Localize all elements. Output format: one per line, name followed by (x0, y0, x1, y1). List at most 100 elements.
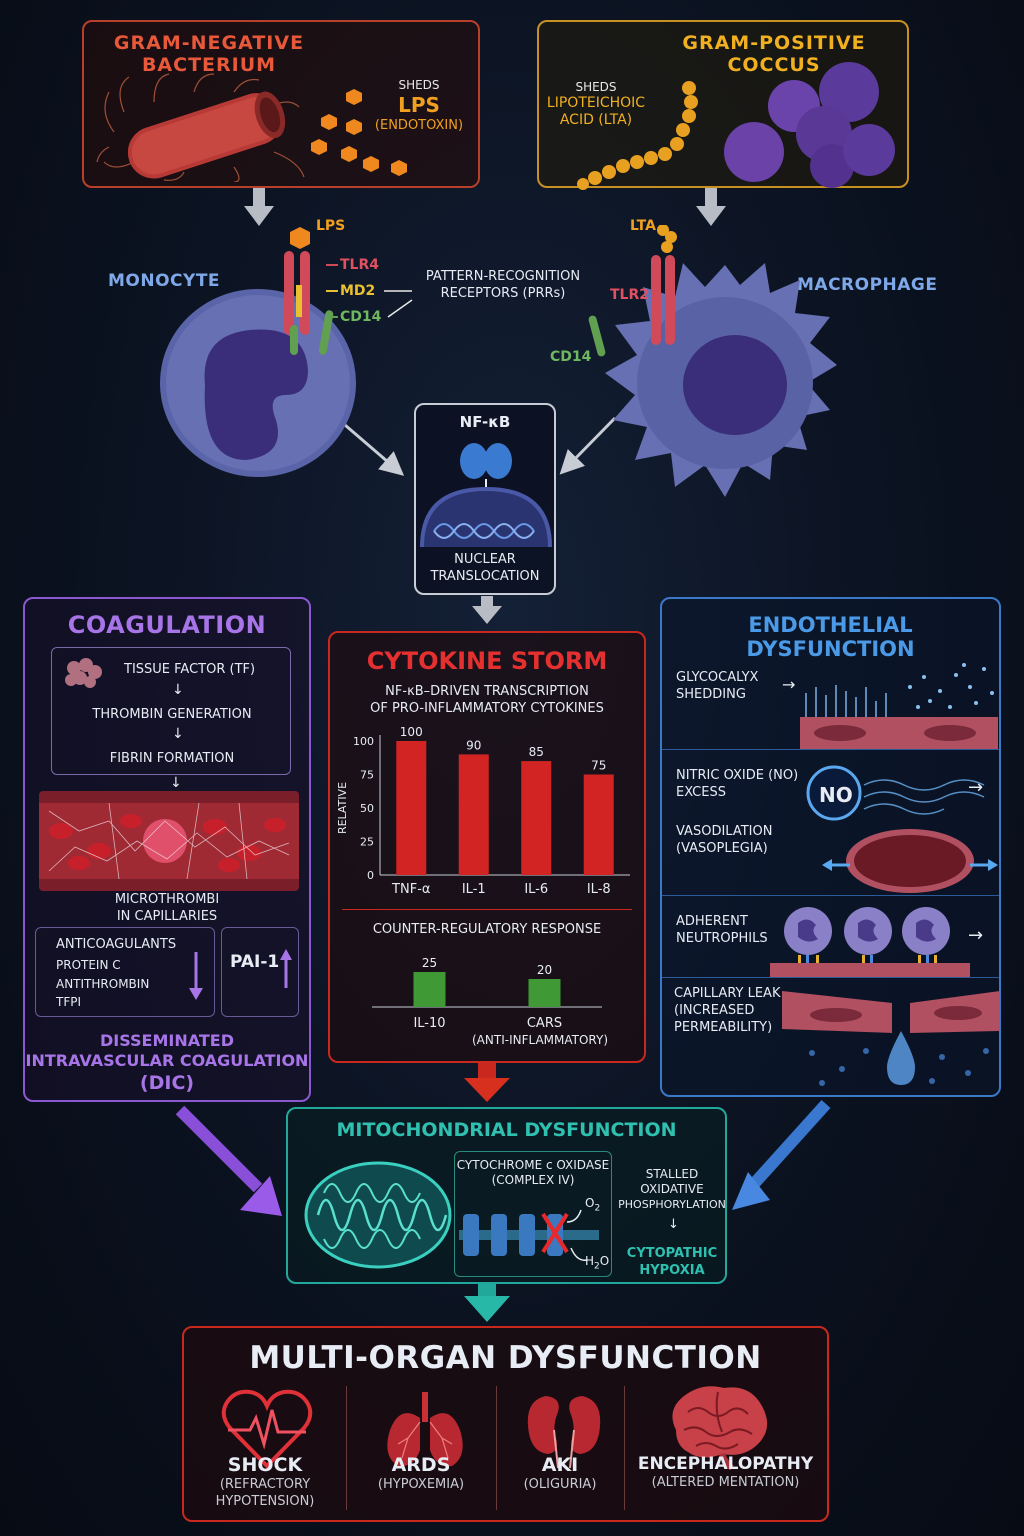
x-tick-label: TNF-α (391, 882, 430, 897)
macrophage-label: MACROPHAGE (797, 275, 938, 295)
macrophage-lta-label: LTA (630, 218, 656, 234)
kidneys-icon (527, 1396, 601, 1469)
endothelial-title: ENDOTHELIAL DYSFUNCTION (746, 613, 915, 661)
y-axis-label: RELATIVE (336, 782, 349, 834)
md2-label: MD2 (340, 283, 376, 299)
stalled-label-3: PHOSPHORYLATION (618, 1198, 726, 1211)
arrow-cytokine-to-mito (464, 1062, 510, 1102)
translocation-label: TRANSLOCATION (430, 569, 540, 584)
x-tick-label: IL-1 (462, 882, 486, 897)
microthrombi-label: MICROTHROMBI (114, 892, 220, 907)
x-tick-label: IL-6 (524, 882, 548, 897)
bar-value-label: 100 (400, 725, 423, 739)
tlr2-label: TLR2 (610, 287, 649, 303)
lta-chain-icon (577, 81, 698, 190)
x-tick-label: CARS (527, 1016, 562, 1031)
endotoxin-label: (ENDOTOXIN) (374, 118, 464, 133)
counter-regulatory-title: COUNTER-REGULATORY RESPONSE (372, 922, 602, 937)
receptor-leader-lines (326, 264, 413, 318)
y-tick-label: 25 (360, 836, 374, 849)
hypoxia-label: HYPOXIA (639, 1263, 705, 1278)
cox-complex-icon (459, 1209, 599, 1261)
bar-TNF-α (396, 741, 427, 875)
nfkb-title: NF-κB (459, 413, 511, 431)
organ-sub-shock: (REFRACTORY (219, 1477, 311, 1492)
mito-title: MITOCHONDRIAL DYSFUNCTION (336, 1119, 677, 1141)
gram-positive-title: GRAM-POSITIVE (682, 32, 866, 54)
bar-IL-8 (583, 774, 614, 875)
stalled-label-2: OXIDATIVE (640, 1182, 704, 1196)
arrow-coag-to-mito (175, 1105, 282, 1216)
bar-value-label: 85 (529, 745, 544, 759)
coag-arrow-3: ↓ (170, 775, 182, 791)
x-tick-label: IL-10 (413, 1016, 445, 1031)
heart-icon (221, 1389, 313, 1469)
x-tick-label: IL-8 (587, 882, 611, 897)
capillary-leak-label: CAPILLARY LEAK (674, 986, 781, 1001)
cytokine-chart: 0255075100RELATIVE100TNF-α90IL-185IL-675… (336, 725, 630, 1031)
arrow-mito-to-mods (464, 1284, 510, 1322)
vasodilation-label: VASODILATION (676, 824, 773, 839)
monocyte-cell-icon (160, 227, 356, 477)
organ-name-aki: AKI (541, 1454, 579, 1476)
arrow-nfkb-down (472, 596, 502, 624)
pai1-increase-arrow-icon (280, 949, 292, 988)
cox-label-2: (COMPLEX IV) (491, 1173, 575, 1187)
dic-label-1: DISSEMINATED (99, 1031, 235, 1050)
vasodilation-label-2: (VASOPLEGIA) (676, 841, 768, 856)
lta-label-2: ACID (LTA) (559, 112, 633, 128)
bar-value-label: 20 (537, 963, 552, 977)
prr-label-2: RECEPTORS (PRRs) (440, 286, 566, 301)
organ-sub-encephalopathy: (ALTERED MENTATION) (651, 1475, 800, 1490)
gram-negative-panel: GRAM-NEGATIVE BACTERIUM SHEDS LPS (82, 20, 480, 188)
neutrophil-arrow-right: → (968, 925, 984, 946)
neutrophils-icon (770, 907, 970, 977)
organ-name-shock: SHOCK (227, 1454, 303, 1476)
microthrombi-vessel-icon (39, 791, 299, 891)
bar-IL-1 (458, 754, 489, 875)
organ-sub-aki: (OLIGURIA) (523, 1477, 597, 1492)
cox-box: CYTOCHROME c OXIDASE (COMPLEX IV) O2 H2O (454, 1151, 612, 1277)
no-excess-label-2: EXCESS (676, 785, 726, 800)
anticoagulants-title: ANTICOAGULANTS (56, 937, 177, 952)
cytopathic-label: CYTOPATHIC (626, 1246, 718, 1261)
pai1-box: PAI-1 (221, 927, 299, 1017)
endothelial-panel: ENDOTHELIAL DYSFUNCTION GLYCOCALYX SHEDD… (660, 597, 1001, 1097)
coag-arrow-2: ↓ (172, 726, 184, 742)
glycocalyx-label-2: SHEDDING (676, 687, 746, 702)
organ-sub-ards: (HYPOXEMIA) (377, 1477, 465, 1492)
y-tick-label: 50 (360, 802, 374, 815)
arrow-monocyte-to-nfkb (344, 423, 405, 476)
pai1-label: PAI-1 (230, 952, 280, 972)
bar-value-label: 25 (422, 956, 437, 970)
gram-positive-sheds: SHEDS (575, 80, 617, 94)
coag-step-3: FIBRIN FORMATION (109, 751, 235, 766)
anticoag-decrease-arrow-icon (189, 952, 203, 1000)
macrophage-cell-icon (588, 225, 837, 497)
glyco-arrow: → (782, 675, 796, 694)
capillary-leak-label-3: PERMEABILITY) (674, 1020, 773, 1035)
gram-negative-sheds: SHEDS (398, 78, 440, 92)
brain-icon (672, 1386, 768, 1470)
anti-inflammatory-label: (ANTI-INFLAMMATORY) (472, 1033, 608, 1047)
coag-step-1: TISSUE FACTOR (TF) (124, 662, 256, 677)
nfkb-panel: NF-κB NUCLEAR TRANSLOCATION (414, 403, 556, 595)
coagulation-panel: COAGULATION TISSUE FACTOR (TF) ↓ THROMBI… (23, 597, 311, 1102)
bar-value-label: 90 (466, 738, 481, 752)
adherent-neutrophils-label-2: NEUTROPHILS (676, 931, 768, 946)
bacterium-icon (96, 73, 305, 182)
bar-CARS (528, 979, 561, 1007)
mods-title: MULTI-ORGAN DYSFUNCTION (249, 1340, 762, 1376)
no-molecule-icon (806, 765, 985, 821)
mitochondrial-panel: MITOCHONDRIAL DYSFUNCTION CYTOCHROME c O… (286, 1107, 727, 1284)
capillary-leak-label-2: (INCREASED (674, 1003, 755, 1018)
h2o-label: H2O (585, 1254, 610, 1272)
coag-step-2: THROMBIN GENERATION (92, 707, 252, 722)
gram-negative-title-2: BACTERIUM (141, 54, 277, 76)
lta-label: LIPOTEICHOIC (546, 95, 646, 111)
y-tick-label: 100 (353, 735, 374, 748)
microthrombi-label-2: IN CAPILLARIES (116, 909, 218, 924)
vasodilated-vessel-icon (822, 829, 998, 893)
glycocalyx-shedding-icon (800, 663, 998, 749)
